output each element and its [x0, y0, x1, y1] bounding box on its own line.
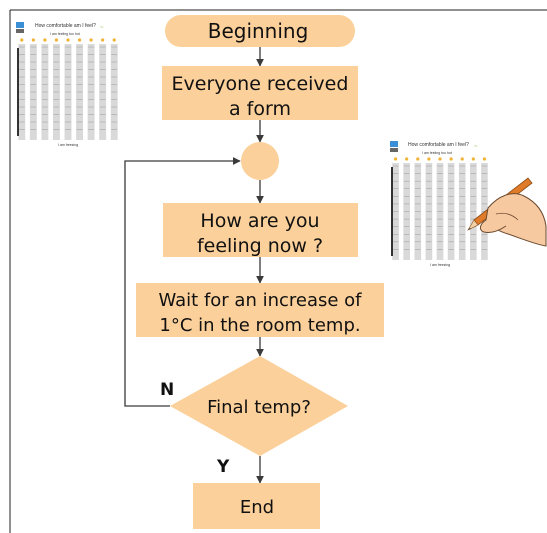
form-top-label: I am feeling too hot [50, 32, 80, 36]
form-star [31, 38, 35, 42]
step1-line1: Everyone received [172, 73, 349, 95]
decision-label: Final temp? [207, 397, 311, 418]
form-star [427, 157, 431, 161]
form-thumbnail-left: How comfortable am I feel? ~ I am feelin… [14, 18, 126, 148]
form-star [449, 157, 453, 161]
form-thumbnail-right: How comfortable am I feel? ~ I am feelin… [388, 138, 496, 268]
form-star [43, 38, 47, 42]
form-star [20, 38, 24, 42]
form-logo-icon [390, 141, 398, 152]
pencil-hand-icon [467, 177, 547, 247]
no-label: N [160, 380, 174, 400]
form-star [405, 157, 409, 161]
form-stars [20, 38, 116, 42]
form-columns [391, 163, 488, 260]
end-node [193, 483, 320, 529]
form-columns [17, 44, 118, 140]
form-star [101, 38, 105, 42]
step3-line1: Wait for an increase of [158, 290, 362, 311]
form-title: How comfortable am I feel? [408, 142, 469, 148]
form-star [393, 157, 398, 161]
form-stars [393, 157, 487, 161]
loop-connector [241, 142, 279, 180]
step3-line2: 1°C in the room temp. [159, 315, 360, 336]
form-star [77, 38, 82, 42]
form-star [66, 38, 70, 42]
step-wait-increase [136, 283, 384, 337]
step-how-feeling [163, 203, 358, 257]
loop-back-arrow [124, 157, 241, 407]
form-logo-text-icon: ~ [474, 144, 478, 150]
form-bottom-label: I am freezing [430, 263, 450, 267]
form-logo-text-icon: ~ [100, 25, 104, 31]
form-star [416, 157, 420, 161]
start-label: Beginning [208, 19, 309, 43]
form-bottom-label: I am freezing [58, 143, 78, 147]
form-logo-icon [16, 22, 24, 33]
start-node [165, 15, 355, 47]
step1-line2: a form [229, 98, 291, 120]
step-received-form [162, 66, 358, 120]
step2-line2: feeling now ? [197, 235, 323, 257]
form-star [482, 157, 487, 161]
form-star [460, 157, 464, 161]
form-star [54, 38, 59, 42]
decision-final-temp [170, 356, 348, 456]
form-title: How comfortable am I feel? [35, 23, 96, 29]
yes-label: Y [216, 457, 230, 477]
form-star [438, 157, 442, 161]
end-label: End [240, 497, 274, 518]
form-scale-bar [391, 167, 393, 256]
form-star [112, 38, 116, 42]
form-star [89, 38, 93, 42]
form-star [471, 157, 475, 161]
form-top-label: I am feeling too hot [422, 151, 452, 155]
step2-line1: How are you [200, 210, 319, 232]
form-scale-bar [17, 48, 19, 136]
